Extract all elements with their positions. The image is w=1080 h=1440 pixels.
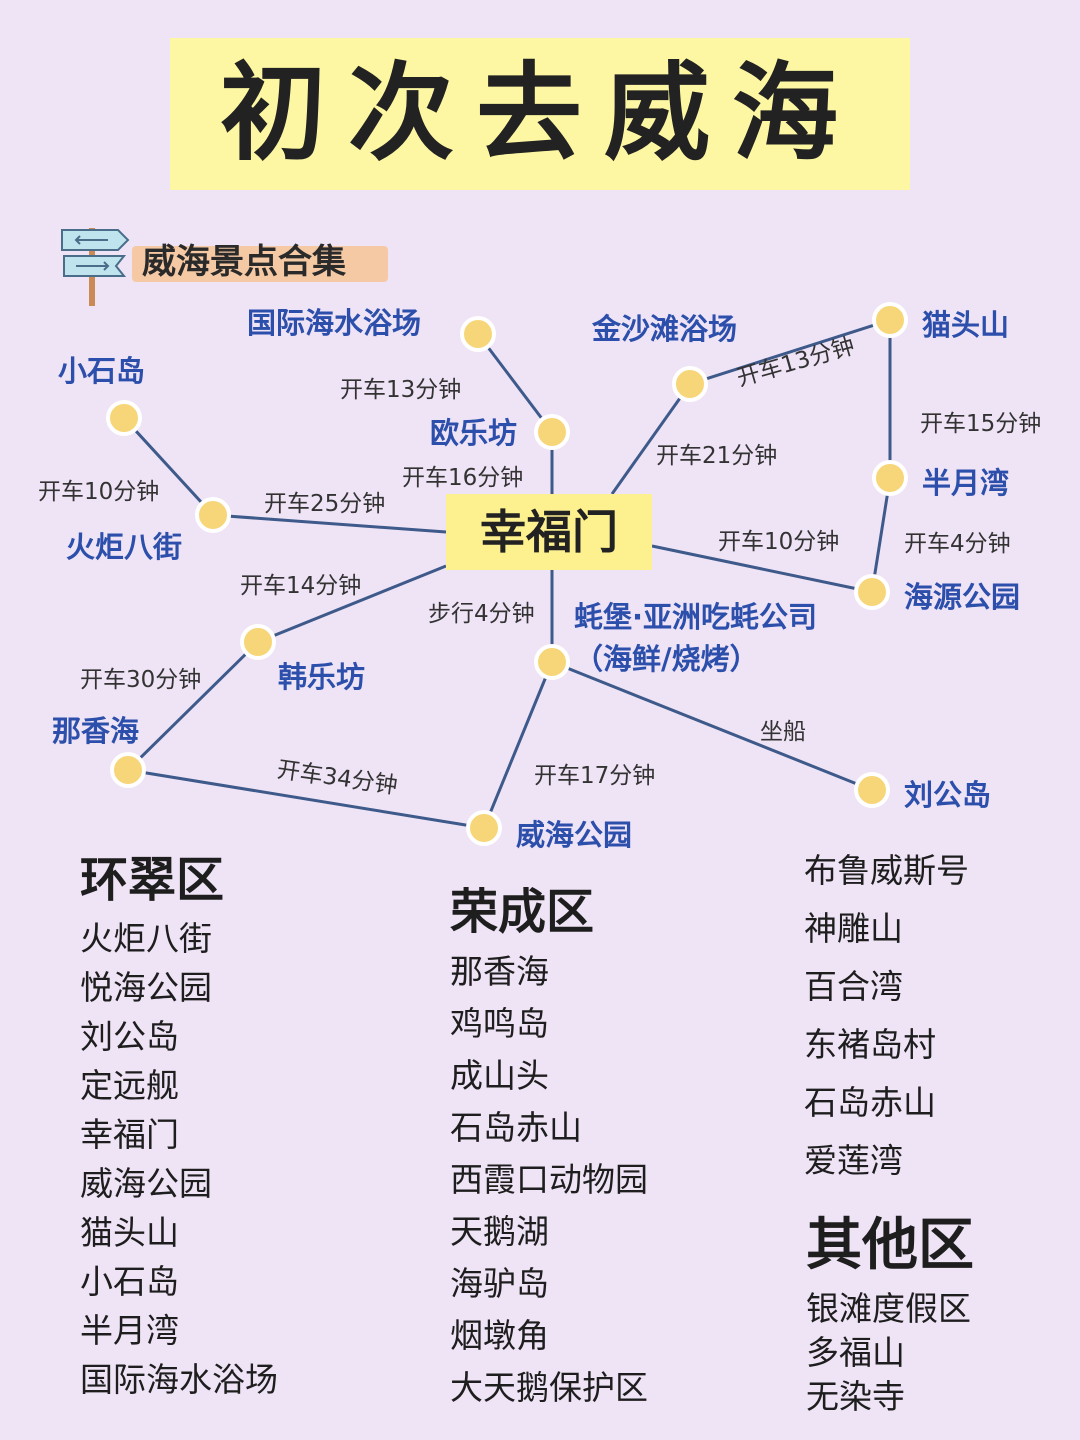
node-hanle: [240, 624, 276, 660]
travel-time-label: 开车10分钟: [38, 479, 160, 505]
edge-xiaoshi-huoju: [122, 416, 215, 517]
page-title: 初次去威海: [220, 52, 860, 175]
travel-time-label: 开车14分钟: [240, 573, 362, 599]
edge-hub-haiyuan: [651, 544, 873, 594]
place-label: （海鲜/烧烤）: [574, 642, 759, 676]
list-item: 大天鹅保护区: [450, 1368, 648, 1407]
place-label: 海源公园: [904, 580, 1021, 614]
district-column-other: 其他区 银滩度假区 多福山 无染寺: [806, 1200, 974, 1419]
edge-banyue-haiyuan: [870, 477, 892, 593]
node-banyue: [872, 460, 908, 496]
hub-label: 幸福门: [480, 505, 618, 559]
list-item: 天鹅湖: [450, 1212, 549, 1251]
edge-huoju-hub: [212, 513, 447, 534]
node-oule: [534, 414, 570, 450]
district-column-rongcheng-cont: 布鲁威斯号 神雕山 百合湾 东褚岛村 石岛赤山 爱莲湾: [804, 842, 969, 1190]
list-item: 烟墩角: [450, 1316, 549, 1355]
list-item: 火炬八街: [80, 919, 212, 958]
travel-time-label: 开车16分钟: [402, 465, 524, 491]
list-item: 海驴岛: [450, 1264, 549, 1303]
node-naxiang: [110, 752, 146, 788]
subtitle: 威海景点合集: [142, 242, 346, 282]
edge-naxiang-weihaigy: [127, 768, 485, 830]
hub-highlight: [446, 494, 652, 570]
district-heading: 其他区: [806, 1213, 974, 1278]
place-label: 小石岛: [58, 354, 146, 388]
list-item: 威海公园: [80, 1164, 212, 1203]
place-label: 刘公岛: [904, 778, 992, 812]
list-item: 多福山: [806, 1333, 905, 1372]
list-item: 爱莲湾: [804, 1141, 903, 1180]
travel-time-label: 开车21分钟: [656, 443, 778, 469]
list-item: 悦海公园: [80, 968, 212, 1007]
list-item: 国际海水浴场: [80, 1360, 278, 1399]
place-label: 国际海水浴场: [247, 306, 422, 340]
district-heading: 荣成区: [450, 884, 595, 940]
node-maotou: [872, 302, 908, 338]
list-item: 布鲁威斯号: [804, 851, 969, 890]
place-label: 火炬八街: [66, 530, 183, 564]
list-item: 半月湾: [80, 1311, 179, 1350]
place-label: 欧乐坊: [430, 416, 518, 450]
edge-jinsha-maotou: [689, 318, 891, 386]
travel-time-label: 开车30分钟: [80, 667, 202, 693]
travel-time-label: 开车13分钟: [340, 377, 462, 403]
list-item: 神雕山: [804, 909, 903, 948]
travel-time-label: 坐船: [760, 719, 806, 745]
node-huoju: [195, 497, 231, 533]
list-item: 无染寺: [806, 1377, 905, 1416]
edge-haobao-weihaigy: [482, 661, 554, 829]
list-item: 定远舰: [80, 1066, 179, 1105]
list-item: 百合湾: [804, 967, 903, 1006]
node-jinsha: [672, 366, 708, 402]
subtitle-highlight: [132, 246, 388, 282]
district-column-huancui: 环翠区 火炬八街 悦海公园 刘公岛 定远舰 幸福门 威海公园 猫头山 小石岛 半…: [80, 840, 278, 1404]
list-item: 猫头山: [80, 1213, 179, 1252]
edge-haobao-liugong: [551, 660, 873, 792]
edge-hub-hanle: [257, 564, 447, 644]
edge-hanle-naxiang: [126, 640, 260, 772]
travel-time-label: 开车10分钟: [718, 529, 840, 555]
travel-time-label: 开车25分钟: [264, 491, 386, 517]
place-label: 威海公园: [516, 818, 633, 852]
list-item: 刘公岛: [80, 1017, 179, 1056]
node-liugong: [854, 772, 890, 808]
travel-time-label: 开车4分钟: [904, 531, 1011, 557]
list-item: 成山头: [450, 1056, 549, 1095]
place-label: 蚝堡·亚洲吃蚝公司: [574, 600, 818, 634]
district-column-rongcheng: 荣成区 那香海 鸡鸣岛 成山头 石岛赤山 西霞口动物园 天鹅湖 海驴岛 烟墩角 …: [450, 872, 648, 1414]
node-xiaoshi: [106, 400, 142, 436]
list-item: 石岛赤山: [450, 1108, 582, 1147]
place-label: 半月湾: [922, 466, 1010, 500]
district-heading: 环翠区: [80, 852, 225, 908]
place-label: 猫头山: [922, 308, 1010, 342]
place-label: 金沙滩浴场: [592, 312, 738, 346]
list-item: 鸡鸣岛: [450, 1004, 549, 1043]
list-item: 银滩度假区: [806, 1289, 971, 1328]
node-haobao: [534, 644, 570, 680]
node-haiyuan: [854, 574, 890, 610]
travel-time-label: 开车17分钟: [534, 763, 656, 789]
list-item: 小石岛: [80, 1262, 179, 1301]
list-item: 幸福门: [80, 1115, 179, 1154]
travel-time-label: 步行4分钟: [428, 601, 535, 627]
place-label: 韩乐坊: [278, 660, 366, 694]
list-item: 那香海: [450, 952, 549, 991]
title-highlight: [170, 38, 910, 190]
travel-time-label: 开车15分钟: [920, 411, 1042, 437]
node-weihaigy: [466, 810, 502, 846]
edge-hub-jinsha: [610, 383, 692, 495]
list-item: 西霞口动物园: [450, 1160, 648, 1199]
edge-guoji-oule: [476, 333, 554, 433]
node-guoji: [460, 316, 496, 352]
list-item: 东褚岛村: [804, 1025, 936, 1064]
list-item: 石岛赤山: [804, 1083, 936, 1122]
place-label: 那香海: [52, 714, 140, 748]
signpost-icon: [61, 228, 130, 306]
